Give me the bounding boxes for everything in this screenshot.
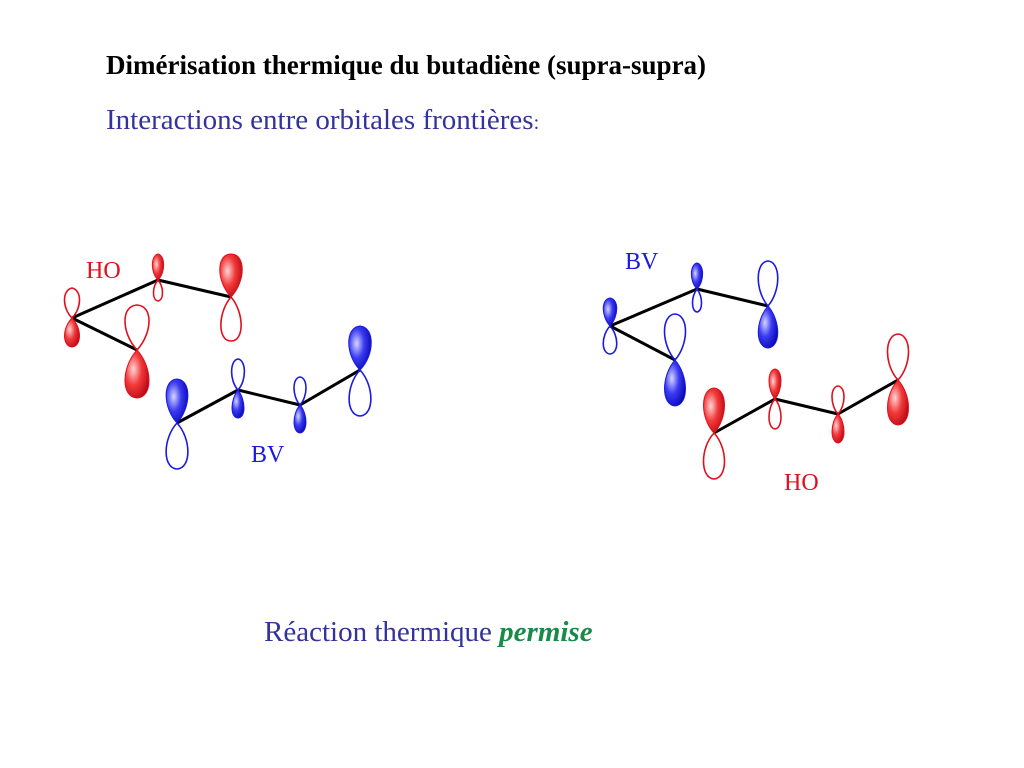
- right-upper-butadiene: BV: [602, 249, 779, 407]
- slide-subtitle: Interactions entre orbitales frontières:: [106, 104, 539, 137]
- conclusion-text: Réaction thermique permise: [264, 616, 593, 649]
- conclusion-emphasis: permise: [499, 616, 593, 648]
- right-lower-lobes: [702, 333, 910, 480]
- left-upper-bonds: [71, 278, 232, 352]
- left-lower-label: BV: [251, 442, 285, 468]
- left-lower-lobes: [165, 325, 372, 470]
- left-lower-bonds: [176, 368, 361, 425]
- slide-title: Dimérisation thermique du butadiène (sup…: [106, 50, 707, 80]
- right-upper-label: BV: [625, 249, 659, 275]
- left-lower-butadiene: BV: [165, 325, 372, 470]
- left-upper-butadiene: HO: [63, 253, 243, 399]
- right-lower-bonds: [713, 378, 899, 435]
- left-upper-lobes: [63, 253, 243, 399]
- conclusion-prefix: Réaction thermique: [264, 616, 492, 648]
- right-lower-butadiene: HO: [702, 333, 910, 496]
- subtitle-colon: :: [533, 112, 540, 134]
- subtitle-text: Interactions entre orbitales frontières: [106, 104, 534, 136]
- right-upper-bonds: [609, 287, 769, 362]
- right-upper-lobes: [602, 260, 779, 407]
- right-lower-label: HO: [784, 470, 819, 496]
- left-upper-label: HO: [86, 258, 121, 284]
